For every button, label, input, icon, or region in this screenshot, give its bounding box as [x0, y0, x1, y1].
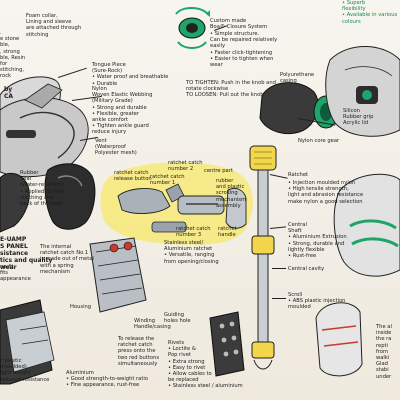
note-boa-title: Custom made Boa® Closure System	[210, 18, 268, 31]
note-rubber-plastic: rubber and plastic scrolling mechanism a…	[216, 178, 247, 209]
note-ratchet-release: ratchet catch release button	[114, 170, 152, 183]
ankle-boot-sketch	[0, 83, 89, 178]
note-top-right-green: • Superb flexibility • Available in vari…	[342, 0, 398, 25]
note-left-edge: . e stone ble, , strong ble, Resin for s…	[0, 30, 26, 80]
ratchet-exploded-view	[117, 183, 247, 233]
note-ratchet-handle: ratchet handle	[218, 226, 237, 239]
metal-strip-sketch	[209, 311, 245, 377]
note-central-cavity: Central cavity	[288, 266, 325, 272]
note-polyurethane: Polyurethane casing	[280, 72, 315, 85]
note-silicon: Silicon Rubber grip Acrylic lid	[343, 108, 374, 127]
note-release: To release the ratchet catch press onto …	[118, 336, 160, 367]
boa-closure-top-sketch	[175, 7, 210, 49]
note-left-panel-items: ne-fit fits appearance	[0, 264, 31, 283]
note-nylon-gear: Nylon core gear	[298, 138, 340, 144]
note-ratchet-catch-1: ratchet catch number 1	[150, 174, 185, 187]
frame-sketch-right	[315, 302, 363, 377]
note-tighten: TO TIGHTEN: Push in the knob and rotate …	[186, 80, 276, 99]
note-centre-part: centre part	[204, 168, 233, 174]
note-lower-left-plastic: c plastic (moulded) light weight reduced…	[0, 358, 50, 383]
note-ratchet-points: • Injection moulded nylon • High tensile…	[288, 180, 364, 205]
note-aluminium: Aluminium • Good strength-to-weight rati…	[66, 370, 149, 389]
note-housing: Housing	[70, 304, 92, 310]
ratchet-highlight-blob	[100, 162, 253, 245]
central-shaft-sketch	[249, 145, 277, 370]
note-right-lower: The al inside the ra repti from walki Gl…	[376, 324, 392, 380]
lower-housing-sketch	[0, 299, 55, 385]
note-top-left-intro: Foam collar, Lining and sleeve are attac…	[26, 13, 82, 38]
note-left-lower: E-UAMP S PANEL sistance tics and quality…	[0, 236, 53, 271]
note-vent: Vent (Waterproof Polyester mesh)	[95, 138, 137, 157]
ratchet-housing-sketch	[89, 237, 147, 313]
note-tongue: Tongue Piece (Sure-Rock) • Water proof a…	[92, 62, 169, 87]
note-scroll: Scroll • ABS plastic injection moulded	[288, 292, 346, 311]
note-left-mid: by CA	[4, 86, 14, 100]
note-guiding: Guiding holes hole	[164, 312, 191, 325]
note-rivets: Rivets • Loctite & Pop rivet • Extra str…	[168, 340, 243, 390]
rubber-seal-boot	[0, 163, 96, 233]
boot-right-green	[333, 173, 400, 277]
note-rubber-seal: Rubber Seal (Water-repellent) • Applied …	[20, 170, 67, 208]
note-ratchet-catch-3: ratchet catch number 3	[176, 226, 211, 239]
note-ratchet-label: Ratchet	[288, 172, 309, 178]
note-ratchet-catch-2: ratchet catch number 2	[168, 160, 203, 173]
note-central-shaft: Central Shaft • Aluminium Extrusion • St…	[288, 222, 347, 260]
note-winding: Winding Handle/casing	[134, 318, 171, 331]
note-nylon: Nylon Woven Elastic Webbing (Military Gr…	[92, 86, 153, 136]
note-internal: The internal ratchet catch No.1 is made …	[40, 244, 94, 275]
note-stainless: Stainless steel/ Aluminium ratchet • Ver…	[164, 240, 219, 265]
note-boa-points: • Simple structure. Can be repaired rela…	[210, 31, 278, 69]
leader-line	[272, 268, 286, 269]
boot-top-right	[325, 46, 400, 137]
leader-line	[272, 298, 286, 299]
